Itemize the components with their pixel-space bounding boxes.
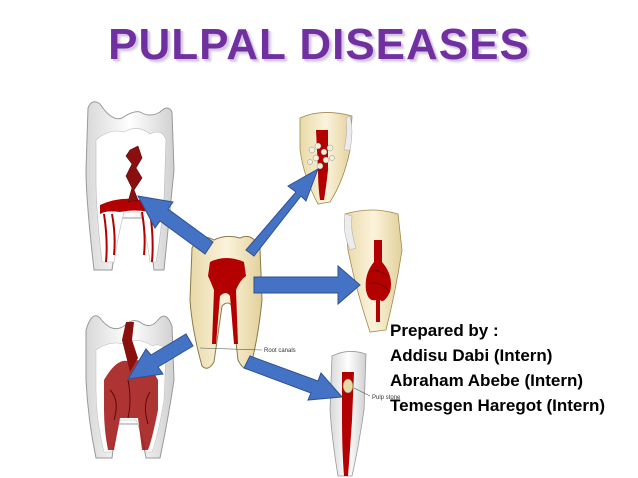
- author-3: Temesgen Haregot (Intern): [390, 396, 606, 415]
- central-molar-illustration: Root canals: [189, 235, 296, 370]
- tooth-pulp-stone-illustration: Pulp stone: [329, 351, 401, 477]
- slide-title: PULPAL DISEASES: [108, 20, 530, 69]
- author-1: Addisu Dabi (Intern): [390, 346, 553, 365]
- incisor-resorption-illustration: [343, 209, 403, 333]
- molar-caries-illustration: [85, 101, 175, 271]
- connector-arrows: [127, 167, 361, 401]
- pulp-stone-label: Pulp stone: [372, 395, 401, 401]
- credits-heading: Prepared by :: [390, 321, 499, 340]
- author-2: Abraham Abebe (Intern): [390, 371, 584, 390]
- arrow-to-top-middle: [245, 167, 319, 257]
- molar-necrosis-illustration: [85, 315, 175, 459]
- arrow-to-top-left: [137, 195, 214, 255]
- credits-block: Prepared by : Addisu Dabi (Intern) Abrah…: [390, 318, 635, 418]
- arrow-to-bottom-left: [127, 333, 194, 380]
- root-canals-label: Root canals: [264, 348, 296, 354]
- arrow-to-bottom-right: [243, 355, 344, 401]
- arrow-to-right: [253, 264, 361, 306]
